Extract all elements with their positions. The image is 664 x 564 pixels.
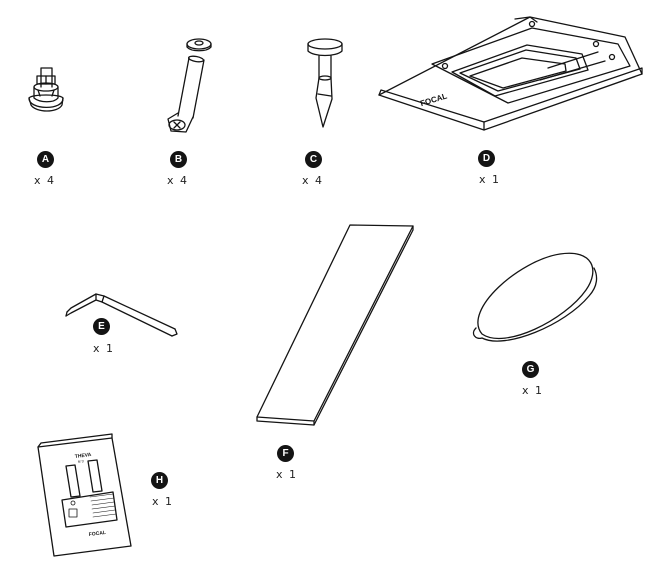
allen-key-icon bbox=[65, 293, 178, 337]
part-e-quantity: x 1 bbox=[93, 342, 115, 355]
manual-brand: FOCAL bbox=[89, 530, 107, 538]
part-f-quantity: x 1 bbox=[276, 468, 298, 481]
part-g-quantity: x 1 bbox=[522, 384, 544, 397]
column-plate-icon bbox=[256, 224, 414, 426]
manual-subtitle: N°3 bbox=[78, 459, 84, 464]
part-a-quantity: x 4 bbox=[34, 174, 56, 187]
screw-with-washer-icon bbox=[167, 38, 212, 133]
oval-pad-icon bbox=[472, 252, 598, 342]
part-g-badge: G bbox=[522, 361, 539, 378]
part-c-quantity: x 4 bbox=[302, 174, 324, 187]
foot-insert-icon bbox=[28, 67, 64, 112]
part-f-badge: F bbox=[277, 445, 294, 462]
part-e-badge: E bbox=[93, 318, 110, 335]
manual-title: THEVA bbox=[75, 452, 93, 460]
part-h-badge: H bbox=[151, 472, 168, 489]
part-d-badge: D bbox=[478, 150, 495, 167]
part-c-badge: C bbox=[305, 151, 322, 168]
part-a-badge: A bbox=[37, 151, 54, 168]
part-d-quantity: x 1 bbox=[479, 173, 501, 186]
part-b-badge: B bbox=[170, 151, 187, 168]
base-plate-icon bbox=[378, 16, 643, 131]
spike-with-cap-icon bbox=[307, 38, 343, 128]
part-b-quantity: x 4 bbox=[167, 174, 189, 187]
part-h-quantity: x 1 bbox=[152, 495, 174, 508]
manual-booklet-icon bbox=[37, 433, 132, 557]
